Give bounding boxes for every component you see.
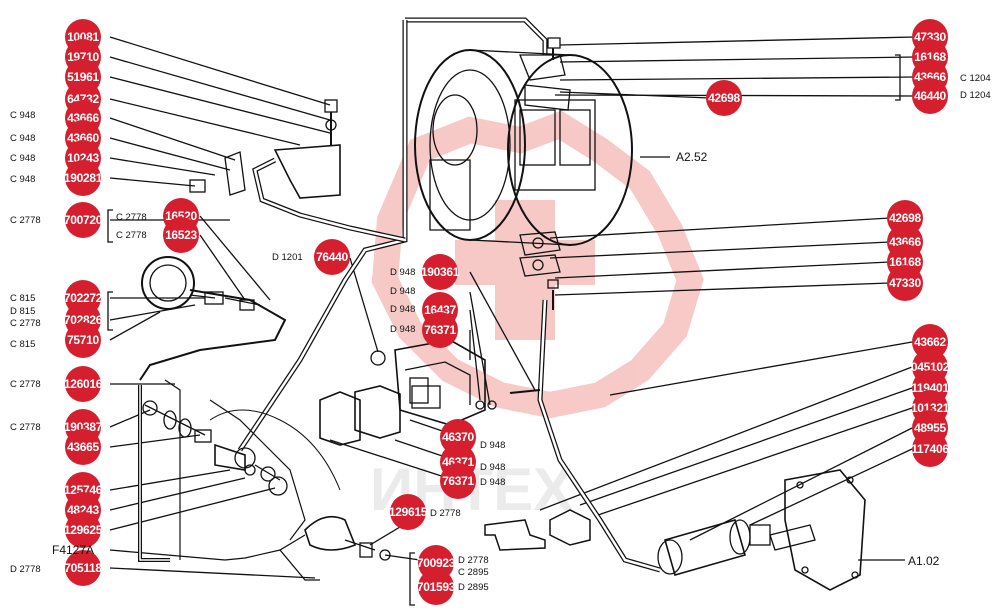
code-label-23: D 2778 bbox=[430, 508, 461, 519]
assembly-ref-a252: A2.52 bbox=[676, 150, 708, 164]
part-badge-9[interactable]: 700720 bbox=[64, 202, 102, 238]
code-label-2: C 948 bbox=[10, 133, 36, 144]
code-label-3: C 948 bbox=[10, 153, 36, 164]
part-badge-20[interactable]: 129625 bbox=[64, 512, 102, 548]
part-badge-23[interactable]: 190361 bbox=[421, 254, 459, 290]
code-label-6: C 2778 bbox=[116, 212, 147, 223]
part-badge-46[interactable]: 117406 bbox=[911, 431, 949, 467]
watermark-gear bbox=[371, 110, 704, 419]
code-label-1: C 948 bbox=[10, 110, 36, 121]
part-badge-22[interactable]: 76440 bbox=[314, 239, 350, 275]
code-label-21: D 948 bbox=[480, 462, 506, 473]
part-badge-36[interactable]: 42698 bbox=[706, 80, 742, 116]
code-label-12: C 2778 bbox=[10, 379, 41, 390]
part-badge-28[interactable]: 76371 bbox=[440, 463, 476, 499]
code-label-27: C 1204 bbox=[960, 73, 991, 84]
code-label-19: D 948 bbox=[390, 324, 416, 335]
code-label-20: D 948 bbox=[480, 440, 506, 451]
part-badge-21[interactable]: 705118 bbox=[64, 550, 102, 586]
code-label-5: C 2778 bbox=[10, 215, 41, 226]
code-label-9: D 815 bbox=[10, 306, 36, 317]
part-badge-35[interactable]: 46440 bbox=[912, 78, 948, 114]
code-label-14: D 2778 bbox=[10, 564, 41, 575]
part-badge-40[interactable]: 47330 bbox=[887, 265, 923, 301]
code-label-16: D 948 bbox=[390, 267, 416, 278]
part-badge-8[interactable]: 190281 bbox=[64, 160, 102, 196]
code-label-10: C 2778 bbox=[10, 318, 41, 329]
part-badge-17[interactable]: 43665 bbox=[65, 429, 101, 465]
code-label-25: C 2895 bbox=[458, 567, 489, 578]
part-badge-29[interactable]: 129615 bbox=[389, 494, 427, 530]
code-label-11: C 815 bbox=[10, 339, 36, 350]
code-label-18: D 948 bbox=[390, 304, 416, 315]
code-label-4: C 948 bbox=[10, 174, 36, 185]
part-ref-f4127a: F4127A bbox=[52, 543, 95, 557]
code-label-24: D 2778 bbox=[458, 555, 489, 566]
code-label-22: D 948 bbox=[480, 477, 506, 488]
code-label-26: D 2895 bbox=[458, 582, 489, 593]
code-label-7: C 2778 bbox=[116, 230, 147, 241]
code-label-17: D 948 bbox=[390, 286, 416, 297]
code-label-13: C 2778 bbox=[10, 422, 41, 433]
code-label-8: C 815 bbox=[10, 293, 36, 304]
part-badge-11[interactable]: 16523 bbox=[163, 217, 199, 253]
part-badge-25[interactable]: 76371 bbox=[422, 312, 458, 348]
code-label-15: D 1201 bbox=[272, 252, 303, 263]
part-badge-15[interactable]: 126016 bbox=[64, 366, 102, 402]
assembly-ref-a102: A1.02 bbox=[908, 554, 940, 568]
part-badge-14[interactable]: 75710 bbox=[65, 322, 101, 358]
part-badge-31[interactable]: 701593 bbox=[417, 569, 455, 605]
code-label-28: D 1204 bbox=[960, 90, 991, 101]
